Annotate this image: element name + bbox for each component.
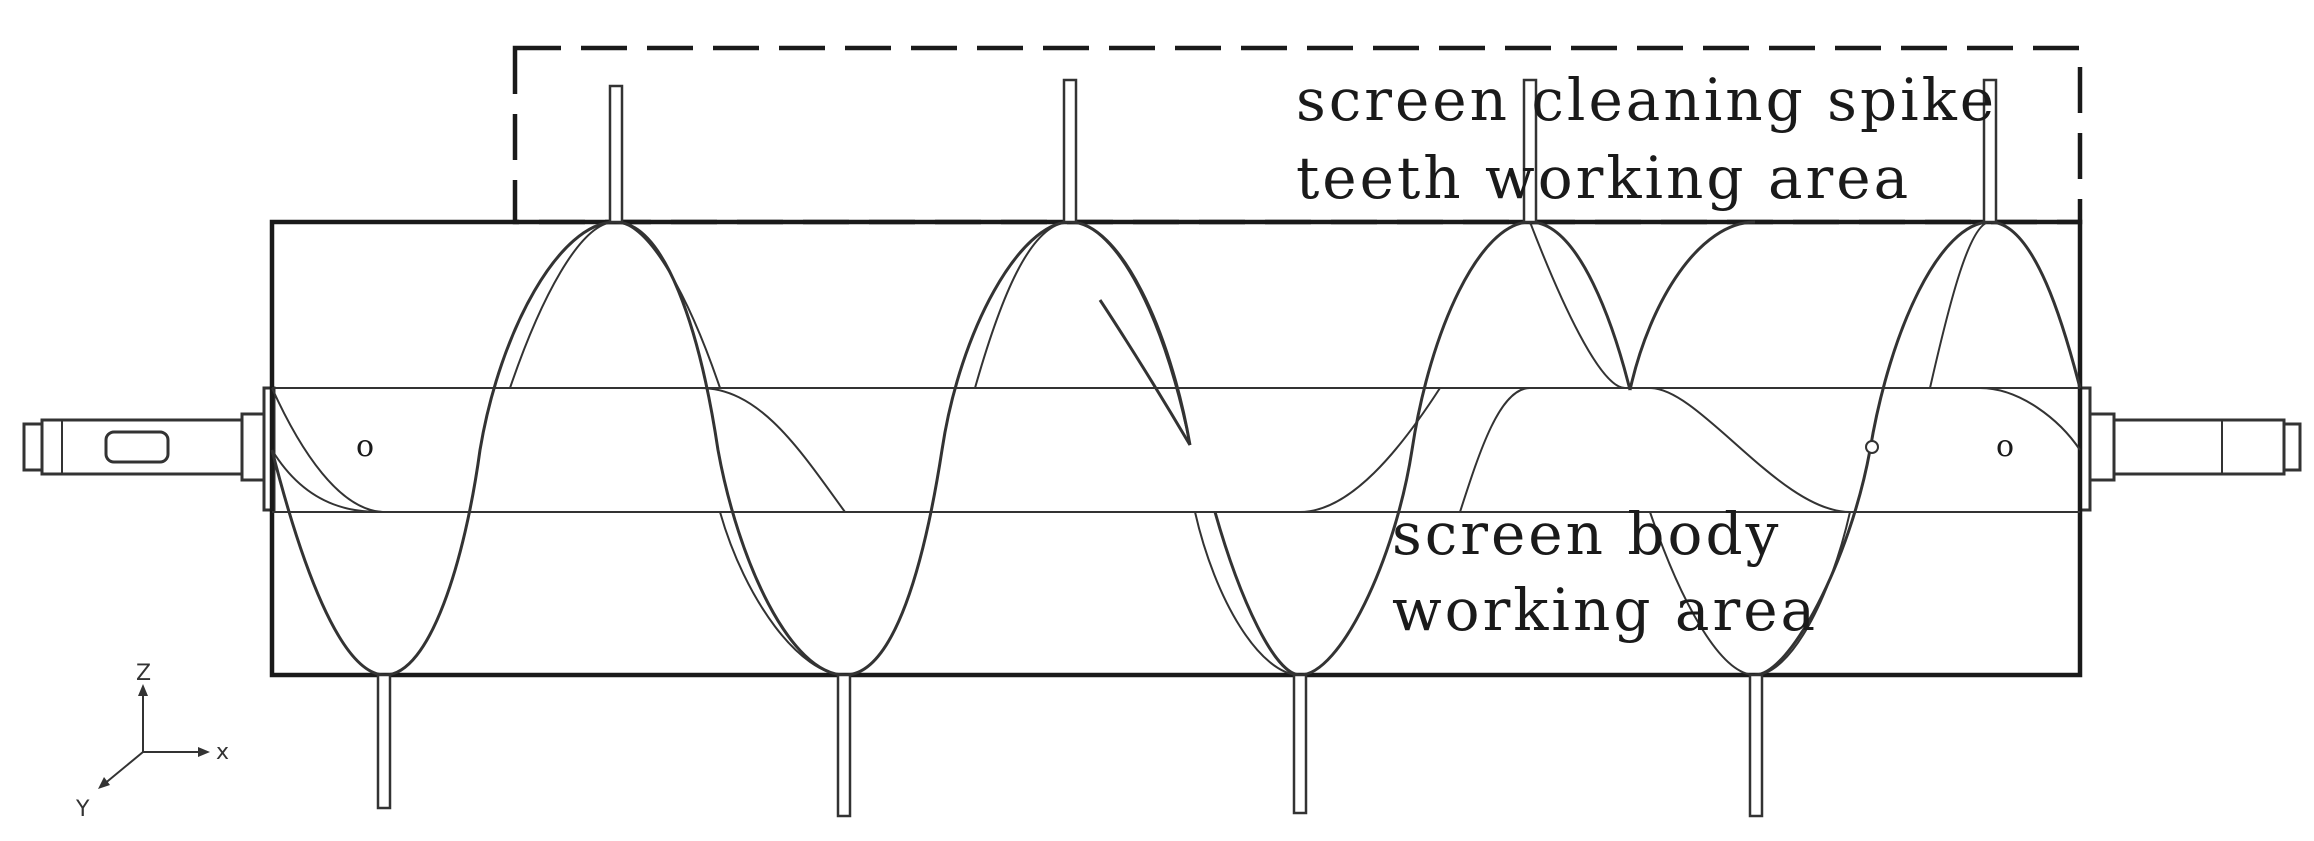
left-origin-mark: o [356, 429, 374, 464]
helix-marker [1865, 440, 1879, 454]
right-origin-mark: o [1996, 429, 2014, 464]
left-shaft [22, 386, 276, 512]
coordinate-axes: Z x Y [75, 661, 229, 822]
body-area-label-line2: working area [1392, 576, 1818, 644]
spike-area-label-line1: screen cleaning spike [1296, 66, 1997, 134]
right-shaft [2078, 386, 2302, 512]
z-axis-label: Z [136, 661, 151, 686]
spike-area-label-line2: teeth working area [1296, 144, 1911, 212]
body-area-label-line1: screen body [1392, 500, 1781, 568]
x-axis-label: x [216, 740, 229, 765]
bottom-spike-teeth [376, 673, 1764, 818]
y-axis-label: Y [75, 797, 90, 822]
top-spike-teeth [608, 78, 1998, 224]
inner-shaft [272, 387, 2080, 513]
